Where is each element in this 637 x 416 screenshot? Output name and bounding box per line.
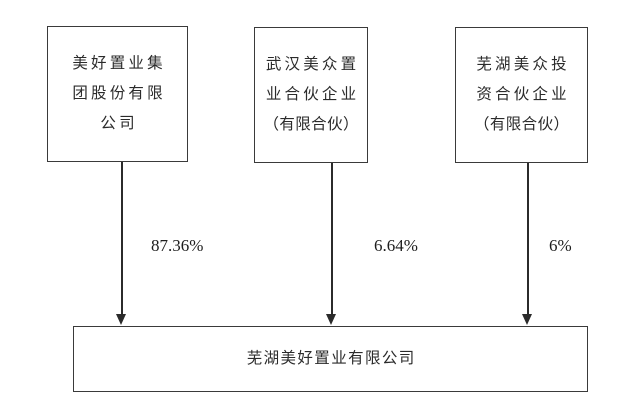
entity-name-line: 美好置业集 xyxy=(72,54,166,72)
connector-line-wuhan-meizhong-to-target xyxy=(331,163,333,315)
ownership-percentage-label: 6% xyxy=(549,236,572,255)
entity-box-wuhan-meizhong: 武汉美众置 业合伙企业 （有限合伙） xyxy=(254,27,368,163)
entity-name-line: 资合伙企业 xyxy=(476,85,570,103)
entity-name-line: 芜湖美众投 xyxy=(476,55,570,73)
arrow-head-icon xyxy=(522,314,532,325)
entity-name-line: 团股份有限 xyxy=(72,84,166,102)
connector-line-parent-to-target xyxy=(121,162,123,315)
entity-box-parent-company: 美好置业集 团股份有限 公司 xyxy=(47,26,188,162)
entity-box-target-company: 芜湖美好置业有限公司 xyxy=(73,326,588,392)
entity-name-line: 业合伙企业 xyxy=(265,85,360,103)
entity-name-line: （有限合伙） xyxy=(263,116,359,134)
ownership-percentage-label: 87.36% xyxy=(151,236,204,255)
ownership-percentage-label: 6.64% xyxy=(374,236,418,255)
entity-name-line: （有限合伙） xyxy=(473,116,570,134)
entity-name-line: 芜湖美好置业有限公司 xyxy=(246,349,416,367)
arrow-head-icon xyxy=(116,314,126,325)
connector-line-wuhu-meizhong-to-target xyxy=(527,163,529,315)
entity-name-line: 武汉美众置 xyxy=(265,55,360,73)
entity-name-line: 公司 xyxy=(100,115,138,133)
arrow-head-icon xyxy=(326,314,336,325)
entity-box-wuhu-meizhong: 芜湖美众投 资合伙企业 （有限合伙） xyxy=(455,27,588,163)
